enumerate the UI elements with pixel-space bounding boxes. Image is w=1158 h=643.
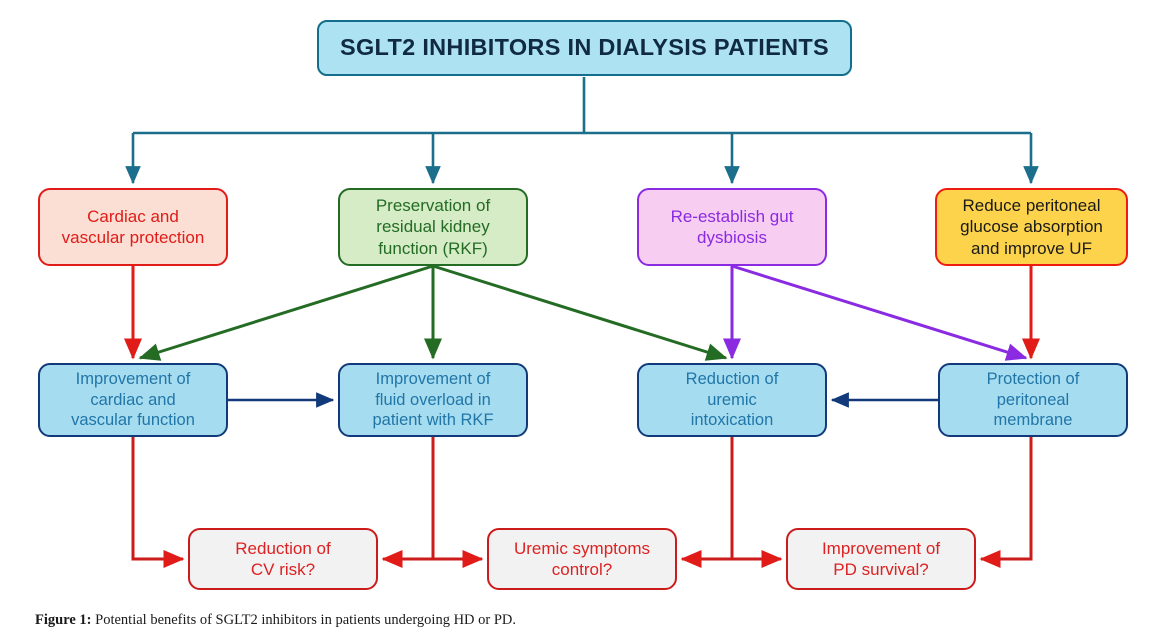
flowchart-connectors: [124, 77, 1040, 568]
node-cardiac-vascular-protection[interactable]: Cardiac and vascular protection: [38, 188, 228, 266]
figure-caption-text: Potential benefits of SGLT2 inhibitors i…: [91, 612, 517, 628]
figure-caption: Figure 1: Potential benefits of SGLT2 in…: [35, 612, 1125, 629]
node-preservation-rkf[interactable]: Preservation of residual kidney function…: [338, 188, 528, 266]
node-uremic-symptoms-control[interactable]: Uremic symptoms control?: [487, 528, 677, 590]
node-title[interactable]: SGLT2 INHIBITORS IN DIALYSIS PATIENTS: [317, 20, 852, 76]
connector-title-distribution-bus: [125, 77, 1039, 185]
connector-dysbiosis-fanout: [723, 264, 1028, 361]
node-gut-dysbiosis[interactable]: Re-establish gut dysbiosis: [637, 188, 827, 266]
node-improvement-cardiac-vascular-function[interactable]: Improvement of cardiac and vascular func…: [38, 363, 228, 437]
node-reduce-glucose-absorption[interactable]: Reduce peritoneal glucose absorption and…: [935, 188, 1128, 266]
connector-effects-to-outcomes: [131, 437, 1033, 568]
node-improvement-pd-survival[interactable]: Improvement of PD survival?: [786, 528, 976, 590]
node-reduction-uremic-intoxication[interactable]: Reduction of uremic intoxication: [637, 363, 827, 437]
node-improvement-fluid-overload[interactable]: Improvement of fluid overload in patient…: [338, 363, 528, 437]
figure-caption-label: Figure 1:: [35, 612, 92, 628]
connector-rkf-fanout: [138, 264, 728, 361]
node-protection-peritoneal-membrane[interactable]: Protection of peritoneal membrane: [938, 363, 1128, 437]
node-reduction-cv-risk[interactable]: Reduction of CV risk?: [188, 528, 378, 590]
